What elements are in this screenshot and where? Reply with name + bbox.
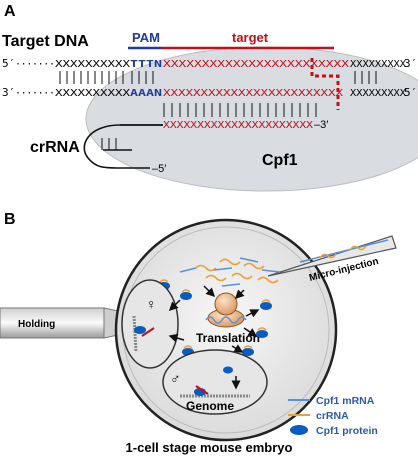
cleavage-site-marker: [310, 58, 340, 110]
top-strand-tail-seq: XXXXXXXXX: [350, 59, 406, 70]
bottom-strand-black-seq: XXXXXXXXXX: [55, 88, 130, 99]
male-pronucleus: [162, 349, 268, 415]
holding-pipette: Holding: [0, 307, 119, 339]
genome-label: Genome: [186, 399, 234, 413]
legend-protein-label: Cpf1 protein: [316, 425, 378, 437]
bottom-strand-target-seq: XXXXXXXXXXXXXXXXXXXXXXXX: [163, 88, 343, 99]
target-dna-title: Target DNA: [2, 33, 89, 50]
bottom-strand: 3′ ······· XXXXXXXXXX AAAN XXXXXXXXXXXXX…: [2, 86, 417, 99]
bottom-strand-left-dots: ·······: [15, 88, 55, 99]
dna-base-pair-ticks: [59, 71, 377, 84]
process-arrows: [168, 285, 260, 353]
translated-proteins: [182, 299, 272, 356]
bottom-strand-3prime: 3′: [2, 86, 15, 99]
panel-a-label: A: [4, 3, 16, 20]
crrna-stem-ticks: [101, 138, 117, 150]
embryo-caption: 1-cell stage mouse embryo: [126, 440, 293, 455]
crrna-pairing-ticks: [163, 103, 317, 117]
translation-label: Translation: [196, 331, 260, 345]
holding-label: Holding: [18, 319, 55, 330]
top-strand-target-seq: XXXXXXXXXXXXXXXXXXXXXXXX: [163, 59, 349, 70]
crrna-spacer-seq: XXXXXXXXXXXXXXXXXXXXXX: [163, 120, 313, 131]
crrna-stem-loop: [83, 124, 163, 169]
bottom-strand-5prime: 5′: [404, 86, 417, 99]
top-strand-3prime: 3′: [404, 57, 417, 70]
top-strand-black-seq: XXXXXXXXXX: [55, 59, 130, 70]
female-symbol: ♀: [146, 296, 157, 312]
top-strand-pam-seq: TTTN: [130, 59, 162, 70]
target-label: target: [232, 30, 269, 45]
crrna-3prime: –3′: [314, 119, 328, 131]
top-strand-left-dots: ·······: [15, 59, 55, 70]
crrna-5prime: –5′: [152, 163, 166, 175]
legend-protein-swatch: [290, 425, 308, 435]
legend-mrna-label: Cpf1 mRNA: [316, 395, 375, 407]
male-pronucleus-dna: [180, 366, 250, 398]
male-symbol: ♂: [170, 370, 181, 386]
top-strand-5prime: 5′: [2, 57, 15, 70]
panel-b-label: B: [4, 211, 16, 228]
female-pronucleus-dna: [132, 315, 155, 353]
crrna-label: crRNA: [30, 139, 80, 156]
female-pronucleus: [121, 279, 179, 369]
pam-label: PAM: [132, 30, 160, 45]
legend-crrna-label: crRNA: [316, 410, 349, 422]
bottom-strand-tail-seq: XXXXXXXXX: [350, 88, 406, 99]
ribosome-icon: [205, 292, 247, 328]
cpf1-label: Cpf1: [262, 152, 298, 169]
bottom-strand-pam-seq: AAAN: [130, 88, 162, 99]
legend: Cpf1 mRNA crRNA Cpf1 protein: [288, 395, 378, 437]
top-strand: 5′ ······· XXXXXXXXXX TTTN XXXXXXXXXXXXX…: [2, 57, 417, 70]
